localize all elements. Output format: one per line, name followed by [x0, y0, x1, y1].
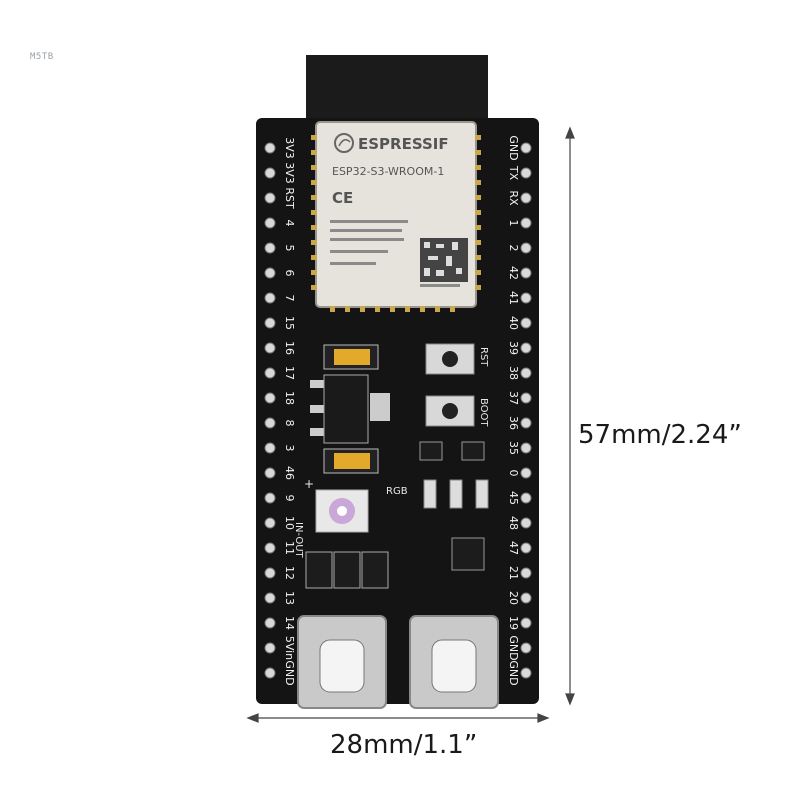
left-pin-label: GND — [283, 660, 296, 685]
right-pin-labels: GNDTXRX1242414039383736350454847212019GN… — [507, 135, 520, 685]
usb-c-port-left — [297, 615, 387, 709]
right-pin-label: GND — [507, 135, 520, 160]
boot-button — [425, 395, 475, 427]
left-pin-label: 13 — [283, 591, 296, 605]
ce-mark: CE — [332, 189, 353, 207]
left-pin-label: 15 — [283, 316, 296, 330]
right-pin-label: 38 — [507, 366, 520, 380]
left-pin-label: 5 — [283, 245, 296, 252]
module-model: ESP32-S3-WROOM-1 — [332, 165, 444, 178]
left-pin-label: 4 — [283, 220, 296, 227]
right-pin-label: TX — [507, 165, 520, 181]
boot-label: BOOT — [478, 398, 489, 427]
right-pin-label: 35 — [507, 441, 520, 455]
rgb-label: RGB — [386, 486, 408, 497]
left-pin-label: 5Vin — [283, 636, 296, 660]
right-pin-label: 36 — [507, 416, 520, 430]
left-pin-label: 16 — [283, 341, 296, 355]
small-transistors — [419, 441, 485, 461]
right-pin-label: 20 — [507, 591, 520, 605]
right-pin-label: 39 — [507, 341, 520, 355]
right-pin-label: 40 — [507, 316, 520, 330]
left-pin-label: 3V3 — [283, 162, 296, 184]
left-pin-label: 3 — [283, 445, 296, 452]
right-pin-label: 48 — [507, 516, 520, 530]
datamatrix-code-icon — [420, 238, 468, 282]
right-pin-label: 0 — [507, 470, 520, 477]
right-pin-label: 2 — [507, 245, 520, 252]
right-pin-label: 37 — [507, 391, 520, 405]
height-dimension-line — [565, 126, 575, 706]
left-pin-label: 46 — [283, 466, 296, 480]
rgb-led — [315, 489, 369, 533]
in-out-label: IN-OUT — [293, 522, 304, 559]
left-pin-label: 14 — [283, 616, 296, 630]
module-fine-print — [330, 220, 460, 287]
right-pin-label: 1 — [507, 220, 520, 227]
left-header-pads — [264, 142, 276, 679]
usb-c-port-right — [409, 615, 499, 709]
diodes — [305, 551, 389, 589]
left-pin-label: 10 — [283, 516, 296, 530]
left-pin-label: 18 — [283, 391, 296, 405]
left-pin-label: 12 — [283, 566, 296, 580]
right-pin-label: 42 — [507, 266, 520, 280]
tantalum-capacitor-bottom — [323, 448, 379, 474]
espressif-logo-icon — [334, 133, 354, 153]
left-pin-label: 6 — [283, 270, 296, 277]
plus-sign: + — [304, 477, 314, 491]
left-pin-label: 3V3 — [283, 137, 296, 159]
width-dimension: 28mm/1.1” — [330, 730, 478, 760]
left-pin-label: 8 — [283, 420, 296, 427]
right-header-pads — [520, 142, 532, 679]
voltage-regulator — [310, 374, 390, 444]
tantalum-capacitor-top — [323, 344, 379, 370]
module-castellations — [311, 135, 481, 312]
left-pin-labels: 3V33V3RST4567151617188346910111213145Vin… — [283, 137, 296, 685]
right-pin-label: 45 — [507, 491, 520, 505]
left-pin-label: RST — [283, 187, 296, 209]
right-pin-label: RX — [507, 190, 520, 206]
rst-label: RST — [478, 347, 489, 367]
left-pin-label: 17 — [283, 366, 296, 380]
indicator-leds — [423, 479, 489, 509]
watermark: M5TB — [30, 52, 54, 62]
right-pin-label: GND — [507, 635, 520, 660]
module-brand: ESPRESSIF — [358, 135, 449, 153]
right-pin-label: 19 — [507, 616, 520, 630]
usb-bridge-chip — [451, 537, 485, 571]
left-pin-label: 9 — [283, 495, 296, 502]
left-pin-label: 11 — [283, 541, 296, 555]
right-pin-label: 41 — [507, 291, 520, 305]
right-pin-label: 21 — [507, 566, 520, 580]
rst-button — [425, 343, 475, 375]
left-pin-label: 7 — [283, 295, 296, 302]
right-pin-label: GND — [507, 660, 520, 685]
width-dimension-line — [246, 713, 550, 723]
right-pin-label: 47 — [507, 541, 520, 555]
height-dimension: 57mm/2.24” — [578, 420, 742, 450]
